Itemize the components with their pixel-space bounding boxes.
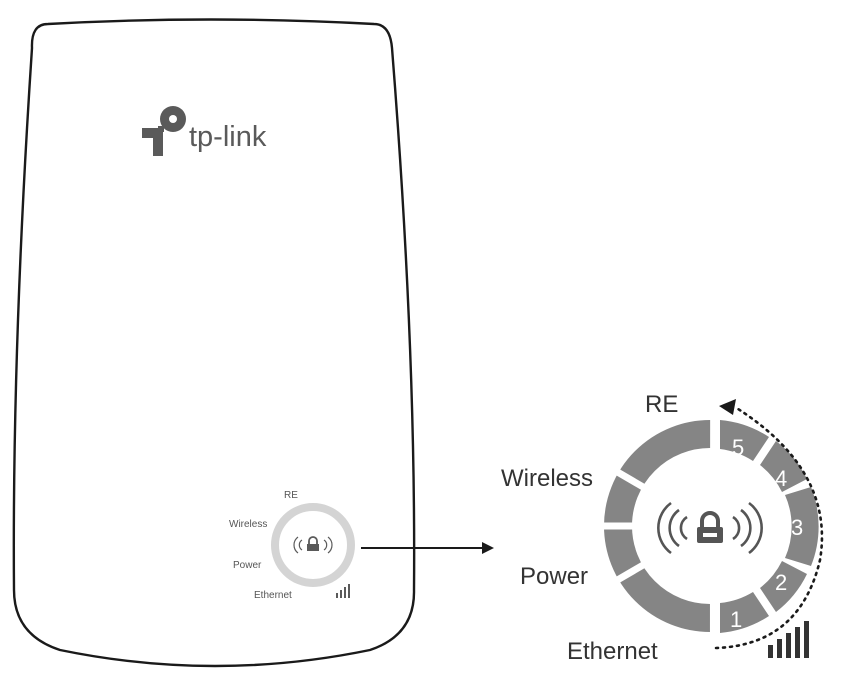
label-wireless-small: Wireless [229,519,267,530]
wifi-lock-icon-large [657,501,763,555]
arrow-right-icon [361,542,494,554]
label-re-small: RE [284,490,298,501]
signal-bars-icon-large [768,621,809,658]
segment-label-3: 3 [791,515,803,540]
label-ethernet-zoom: Ethernet [567,638,658,665]
label-wireless-zoom: Wireless [501,465,593,492]
signal-bars-icon [336,584,350,598]
segment-label-5: 5 [732,435,744,460]
segment-label-4: 4 [775,466,787,491]
signal-segment-4 [760,441,807,492]
led-ring-small [271,503,355,587]
led-panel-zoom: 5 4 3 2 1 RE Wireless Power Ethernet [501,391,824,665]
signal-segment-2 [760,561,807,612]
segment-label-2: 2 [775,570,787,595]
wifi-lock-icon [293,536,333,554]
label-power-small: Power [233,560,262,571]
device-body [12,18,416,668]
signal-segment-5 [720,420,769,461]
segment-label-1: 1 [730,607,742,632]
tp-link-logo: tp-link [142,106,267,156]
signal-segment-3 [785,487,819,566]
label-ethernet-small: Ethernet [254,590,292,601]
led-panel-small: RE Wireless Power Ethernet [229,490,355,601]
brand-name: tp-link [189,121,267,153]
label-power-zoom: Power [520,563,588,590]
signal-segment-1 [720,592,769,633]
tp-link-logo-icon [142,106,186,156]
label-re-zoom: RE [645,391,678,418]
dotted-arc-arrow-icon [714,399,824,650]
signal-segment-ring [720,420,819,633]
